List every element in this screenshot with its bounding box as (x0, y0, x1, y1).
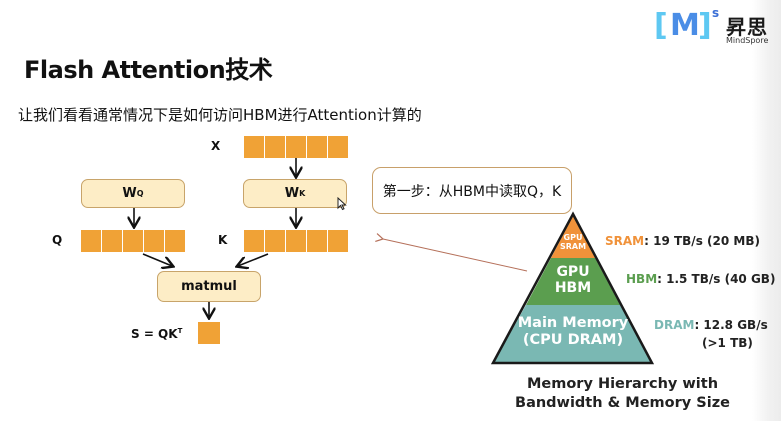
logo-name-en: MindSpore (726, 36, 769, 45)
sram-line-1: GPU (563, 233, 583, 242)
callout-text: 第一步：从HBM中读取Q，K (382, 183, 562, 200)
k-vector (244, 230, 348, 252)
pyramid-dram-layer (494, 305, 651, 362)
caption-line-2: Bandwidth & Memory Size (515, 394, 730, 411)
wk-sub: K (299, 189, 306, 198)
sram-value: : 19 TB/s (20 MB) (644, 234, 760, 248)
vector-cell (244, 230, 264, 252)
wk-base: W (284, 186, 300, 201)
pyramid-sram-text: GPU SRAM (558, 233, 588, 251)
dram-size: (>1 TB) (702, 336, 753, 350)
vector-cell (286, 136, 306, 158)
mindspore-logo: [ M ] s 昇思 MindSpore (654, 6, 780, 52)
pyramid-dram-text: Main Memory (CPU DRAM) (516, 315, 630, 348)
right-edge-shade (752, 0, 781, 421)
vector-cell (123, 230, 143, 252)
sram-spec: SRAM: 19 TB/s (20 MB) (605, 234, 760, 248)
pyramid-sram-layer (551, 216, 595, 258)
s-label-sup: T (177, 327, 183, 335)
hbm-line-1: GPU (556, 264, 590, 280)
vector-cell (307, 230, 327, 252)
hbm-line-2: HBM (554, 280, 592, 297)
vector-cell (102, 230, 122, 252)
x-label: X (211, 139, 221, 153)
wq-base: W (122, 186, 137, 201)
vector-cell (81, 230, 101, 252)
dram-line-1: Main Memory (517, 315, 629, 331)
slide-subtitle: 让我们看看通常情况下是如何访问HBM进行Attention计算的 (18, 106, 422, 124)
pyramid-hbm-layer (526, 258, 620, 305)
logo-superscript: s (712, 6, 720, 20)
pyramid-caption: Memory Hierarchy with Bandwidth & Memory… (505, 375, 740, 413)
arrow-q-to-matmul (142, 253, 172, 266)
k-label: K (218, 233, 228, 247)
pyramid-outline (490, 211, 655, 365)
vector-cell (328, 136, 348, 158)
q-label: Q (52, 233, 63, 247)
dram-line-2: (CPU DRAM) (522, 331, 624, 348)
arrow-k-to-matmul (238, 253, 269, 266)
hbm-key: HBM (626, 272, 658, 286)
caption-line-1: Memory Hierarchy with (526, 376, 719, 392)
sram-line-2: SRAM (559, 242, 587, 252)
mouse-cursor-icon (337, 197, 347, 211)
sram-key: SRAM (605, 234, 645, 248)
wq-sub: Q (136, 189, 144, 198)
matmul-box: matmul (157, 271, 261, 302)
pyramid-hbm-text: GPU HBM (548, 264, 598, 296)
vector-cell (307, 136, 327, 158)
vector-cell (286, 230, 306, 252)
dram-value: : 12.8 GB/s (694, 318, 768, 332)
q-vector (81, 230, 185, 252)
logo-bracket-right: ] (698, 8, 712, 43)
matmul-label: matmul (181, 279, 237, 294)
slide-title: Flash Attention技术 (24, 56, 273, 84)
s-label-base: S = QK (131, 327, 178, 341)
dram-spec: DRAM: 12.8 GB/s (654, 318, 768, 332)
logo-letter-m: M (670, 8, 700, 43)
s-label: S = QKT (131, 327, 182, 341)
vector-cell (244, 136, 264, 158)
hbm-spec: HBM: 1.5 TB/s (40 GB) (626, 272, 775, 286)
x-vector (244, 136, 348, 158)
step-callout: 第一步：从HBM中读取Q，K (372, 167, 572, 214)
vector-cell (165, 230, 185, 252)
vector-cell (328, 230, 348, 252)
hbm-value: : 1.5 TB/s (40 GB) (657, 272, 776, 286)
dram-key: DRAM (654, 318, 695, 332)
vector-cell (144, 230, 164, 252)
s-result-cell (198, 322, 220, 344)
logo-bracket-left: [ (654, 8, 668, 43)
pointer-arrow-hbm (383, 239, 528, 272)
logo-name-cn: 昇思 (726, 15, 768, 39)
vector-cell (265, 136, 285, 158)
vector-cell (265, 230, 285, 252)
